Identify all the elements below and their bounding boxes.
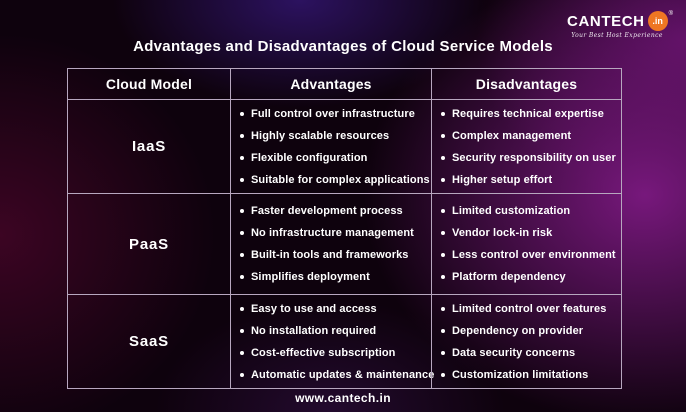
list-item: Automatic updates & maintenance bbox=[240, 369, 434, 381]
cloud-model-name: SaaS bbox=[129, 333, 169, 350]
logo-domain-text: .in bbox=[652, 16, 663, 26]
bullet-icon bbox=[240, 209, 244, 213]
list-item: No infrastructure management bbox=[240, 227, 427, 239]
list-item: Security responsibility on user bbox=[441, 152, 617, 164]
bullet-icon bbox=[240, 328, 244, 333]
bullet-icon bbox=[240, 177, 244, 182]
column-header-disadvantages: Disadvantages bbox=[431, 69, 621, 99]
bullet-icon bbox=[240, 111, 244, 116]
logo-tagline: Your Best Host Experience bbox=[571, 32, 663, 39]
iaas-advantages-cell: Full control over infrastructure Highly … bbox=[230, 100, 431, 193]
bullet-icon bbox=[240, 350, 244, 355]
bullet-icon bbox=[240, 275, 244, 279]
list-item: Flexible configuration bbox=[240, 152, 427, 164]
registered-trademark-symbol: ® bbox=[668, 11, 673, 17]
bullet-icon bbox=[441, 209, 445, 213]
bullet-icon bbox=[441, 155, 445, 160]
bullet-icon bbox=[441, 372, 445, 377]
logo-in-badge-icon: .in bbox=[647, 11, 668, 31]
list-item: Dependency on provider bbox=[441, 325, 617, 337]
list-item: Simplifies deployment bbox=[240, 271, 427, 283]
list-item: Customization limitations bbox=[441, 369, 617, 381]
logo-brand-text: CANTECH bbox=[567, 12, 645, 30]
comparison-table: Cloud Model Advantages Disadvantages Iaa… bbox=[67, 68, 622, 389]
column-header-advantages: Advantages bbox=[230, 69, 431, 99]
table-row-iaas: IaaS Full control over infrastructure Hi… bbox=[68, 99, 621, 193]
cloud-model-name: IaaS bbox=[131, 138, 167, 155]
list-item: Cost-effective subscription bbox=[240, 347, 427, 359]
list-item: Full control over infrastructure bbox=[240, 108, 427, 120]
bullet-icon bbox=[240, 155, 244, 160]
list-item: Vendor lock-in risk bbox=[441, 227, 617, 239]
iaas-disadvantages-cell: Requires technical expertise Complex man… bbox=[431, 100, 621, 193]
paas-advantages-cell: Faster development process No infrastruc… bbox=[230, 194, 431, 294]
bullet-icon bbox=[441, 275, 445, 279]
list-item: Faster development process bbox=[240, 205, 427, 217]
bullet-icon bbox=[240, 133, 244, 138]
list-item: Requires technical expertise bbox=[441, 108, 617, 120]
table-row-saas: SaaS Easy to use and access No installat… bbox=[68, 294, 621, 388]
saas-disadvantages-cell: Limited control over features Dependency… bbox=[431, 295, 621, 388]
bullet-icon bbox=[441, 133, 445, 138]
bullet-icon bbox=[240, 253, 244, 257]
list-item: Built-in tools and frameworks bbox=[240, 249, 427, 261]
bullet-icon bbox=[441, 177, 445, 182]
list-item: No installation required bbox=[240, 325, 427, 337]
bullet-icon bbox=[441, 306, 445, 311]
bullet-icon bbox=[441, 350, 445, 355]
column-header-cloud-model: Cloud Model bbox=[105, 76, 193, 92]
list-item: Limited control over features bbox=[441, 303, 617, 315]
bullet-icon bbox=[240, 231, 244, 235]
list-item: Complex management bbox=[441, 130, 617, 142]
cantech-logo: CANTECH .in ® Your Best Host Experience bbox=[567, 11, 673, 39]
bullet-icon bbox=[441, 111, 445, 116]
list-item: Easy to use and access bbox=[240, 303, 427, 315]
list-item: Suitable for complex applications bbox=[240, 174, 430, 186]
list-item: Less control over environment bbox=[441, 249, 617, 261]
bullet-icon bbox=[441, 328, 445, 333]
bullet-icon bbox=[240, 306, 244, 311]
list-item: Platform dependency bbox=[441, 271, 617, 283]
table-row-paas: PaaS Faster development process No infra… bbox=[68, 193, 621, 294]
list-item: Data security concerns bbox=[441, 347, 617, 359]
bullet-icon bbox=[240, 372, 244, 377]
website-url: www.cantech.in bbox=[295, 391, 391, 405]
page-title: Advantages and Disadvantages of Cloud Se… bbox=[133, 38, 553, 55]
paas-disadvantages-cell: Limited customization Vendor lock-in ris… bbox=[431, 194, 621, 294]
cloud-model-name: PaaS bbox=[129, 235, 169, 253]
list-item: Higher setup effort bbox=[441, 174, 617, 186]
saas-advantages-cell: Easy to use and access No installation r… bbox=[230, 295, 434, 388]
bullet-icon bbox=[441, 253, 445, 257]
list-item: Highly scalable resources bbox=[240, 130, 427, 142]
list-item: Limited customization bbox=[441, 205, 617, 217]
table-header-row: Cloud Model Advantages Disadvantages bbox=[68, 69, 621, 99]
bullet-icon bbox=[441, 231, 445, 235]
